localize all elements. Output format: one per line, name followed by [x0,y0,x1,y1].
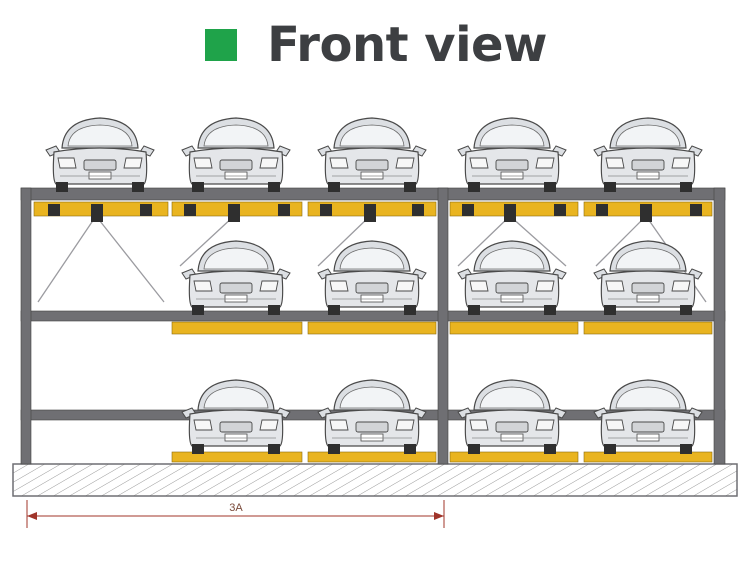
top-level-trays [33,201,713,222]
title-row: Front view [0,12,752,78]
top-level-cars [45,117,703,193]
bottom-level-trays [171,451,713,463]
title-square-icon [205,29,238,61]
middle-level-trays [171,321,713,335]
dimension-line [26,500,445,528]
dimension-label: 3A [229,502,243,514]
ground-slab [12,463,738,497]
page-title: Front view [267,17,547,73]
